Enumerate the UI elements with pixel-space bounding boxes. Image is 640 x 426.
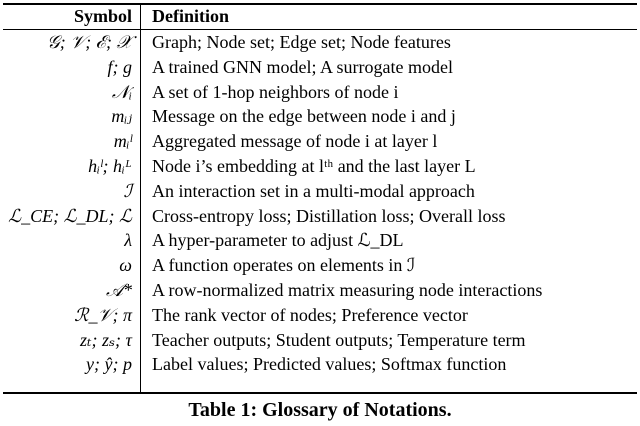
- table-row: mᵢⱼ Message on the edge between node i a…: [0, 104, 640, 129]
- top-rule: [3, 3, 637, 5]
- table-row: f; g A trained GNN model; A surrogate mo…: [0, 55, 640, 80]
- symbol-column-header: Symbol: [73, 6, 132, 26]
- table-row: 𝒩ᵢ A set of 1-hop neighbors of node i: [0, 80, 640, 105]
- table-row: ℛ_𝒱; π The rank vector of nodes; Prefere…: [0, 303, 640, 328]
- symbol-cell: hᵢˡ; hᵢᴸ: [88, 155, 132, 176]
- table-row: ℒ_CE; ℒ_DL; ℒ Cross-entropy loss; Distil…: [0, 204, 640, 229]
- symbol-cell: y; ŷ; p: [86, 354, 132, 375]
- definition-cell: A set of 1-hop neighbors of node i: [152, 81, 399, 102]
- definition-cell: Label values; Predicted values; Softmax …: [152, 354, 507, 375]
- table-row: mᵢˡ Aggregated message of node i at laye…: [0, 129, 640, 154]
- table-caption: Table 1: Glossary of Notations.: [188, 399, 452, 421]
- definition-cell: Cross-entropy loss; Distillation loss; O…: [152, 205, 506, 226]
- definition-cell: Graph; Node set; Edge set; Node features: [152, 32, 451, 52]
- symbol-cell: ω: [119, 255, 132, 276]
- symbol-cell: zₜ; zₛ; τ: [80, 329, 132, 350]
- symbol-cell: 𝒢; 𝒱; ℰ; 𝒳: [46, 32, 132, 52]
- definition-cell: Node i’s embedding at lᵗʰ and the last l…: [152, 155, 476, 176]
- symbol-cell: 𝒜*: [105, 279, 132, 300]
- definition-cell: An interaction set in a multi-modal appr…: [152, 180, 475, 201]
- definition-cell: Aggregated message of node i at layer l: [152, 131, 438, 152]
- symbol-cell: mᵢⱼ: [111, 106, 132, 127]
- definition-cell: A function operates on elements in ℐ: [152, 255, 416, 276]
- definition-cell: A trained GNN model; A surrogate model: [152, 56, 453, 77]
- definition-cell: Teacher outputs; Student outputs; Temper…: [152, 329, 526, 350]
- table-row: zₜ; zₛ; τ Teacher outputs; Student outpu…: [0, 328, 640, 353]
- symbol-cell: ℒ_CE; ℒ_DL; ℒ: [8, 205, 132, 226]
- definition-cell: Message on the edge between node i and j: [152, 106, 456, 127]
- table-row: 𝒜* A row-normalized matrix measuring nod…: [0, 278, 640, 303]
- table-row: hᵢˡ; hᵢᴸ Node i’s embedding at lᵗʰ and t…: [0, 154, 640, 179]
- table-body: 𝒢; 𝒱; ℰ; 𝒳 Graph; Node set; Edge set; No…: [0, 30, 640, 377]
- column-divider: [140, 3, 141, 393]
- table-row: y; ŷ; p Label values; Predicted values; …: [0, 352, 640, 377]
- definition-column-header: Definition: [152, 6, 230, 26]
- symbol-cell: ℐ: [123, 180, 132, 201]
- symbol-cell: mᵢˡ: [113, 131, 132, 152]
- definition-cell: The rank vector of nodes; Preference vec…: [152, 304, 468, 325]
- definition-cell: A row-normalized matrix measuring node i…: [152, 279, 543, 300]
- bottom-rule: [3, 392, 637, 394]
- table-row: λ A hyper-parameter to adjust ℒ_DL: [0, 228, 640, 253]
- table-row: 𝒢; 𝒱; ℰ; 𝒳 Graph; Node set; Edge set; No…: [0, 30, 640, 55]
- definition-cell: A hyper-parameter to adjust ℒ_DL: [152, 230, 404, 251]
- symbol-cell: ℛ_𝒱; π: [74, 304, 132, 325]
- glossary-table: Symbol Definition 𝒢; 𝒱; ℰ; 𝒳 Graph; Node…: [0, 3, 640, 394]
- symbol-cell: λ: [124, 230, 132, 251]
- symbol-cell: 𝒩ᵢ: [111, 81, 132, 102]
- header-rule: [3, 29, 637, 30]
- table-row: ℐ An interaction set in a multi-modal ap…: [0, 179, 640, 204]
- table-row: ω A function operates on elements in ℐ: [0, 253, 640, 278]
- symbol-cell: f; g: [107, 56, 133, 77]
